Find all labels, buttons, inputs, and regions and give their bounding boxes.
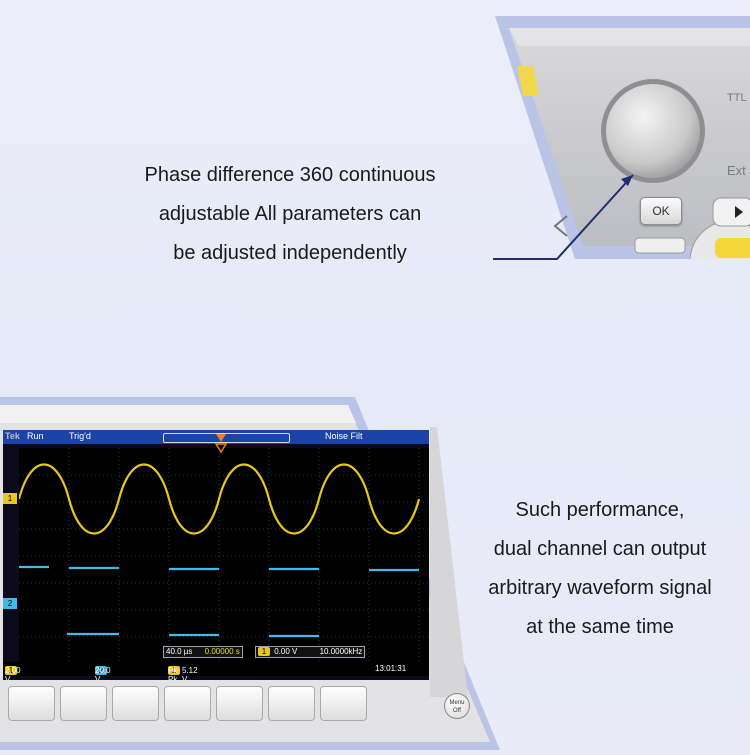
- menu-label: Menu: [449, 700, 465, 706]
- offset-value: 0.00000 s: [204, 647, 240, 656]
- trigger-position-bar: [163, 433, 290, 443]
- trigger-marker-icon: [214, 434, 228, 454]
- brand-label: Tek: [5, 431, 20, 441]
- soft-key-5[interactable]: [216, 686, 263, 721]
- channel2-marker: 2: [3, 598, 17, 609]
- trigger-level: 0.00 V: [274, 647, 298, 656]
- meas-chip: 1: [168, 666, 180, 675]
- ok-button[interactable]: OK: [640, 197, 682, 225]
- caption-line: at the same time: [526, 616, 674, 638]
- noise-filter-label: Noise Filt: [325, 431, 363, 441]
- off-label: Off: [453, 708, 461, 714]
- caption-line: arbitrary waveform signal: [488, 577, 712, 599]
- caption-line: Such performance,: [515, 499, 685, 521]
- soft-key-4[interactable]: [164, 686, 211, 721]
- ext-label: Ext: [727, 163, 746, 178]
- soft-key-6[interactable]: [268, 686, 315, 721]
- channel1-marker: 1: [3, 493, 17, 504]
- knob-icon: [606, 84, 700, 178]
- caption-line: dual channel can output: [493, 538, 707, 560]
- trigger-channel-chip: 1: [258, 647, 270, 656]
- clock-readout: 13:01:31: [375, 664, 407, 673]
- top-caption: Phase difference 360 continuous adjustab…: [110, 156, 470, 273]
- scope-status-bar: Tek Run Trig'd Noise Filt: [3, 430, 429, 444]
- generator-panel: [495, 16, 750, 259]
- soft-key-7[interactable]: [320, 686, 367, 721]
- bottom-caption: Such performance, dual channel can outpu…: [465, 491, 735, 647]
- ch2-scale: 20.0 V: [95, 666, 111, 680]
- scope-screen: Tek Run Trig'd Noise Filt 1 2 40.0 µs 0.…: [3, 430, 429, 680]
- trigger-status: Trig'd: [69, 431, 91, 441]
- meas-label: Pk-Pk: [168, 666, 180, 680]
- menu-off-button[interactable]: Menu Off: [444, 693, 470, 719]
- ch1-chip: 1: [5, 666, 17, 675]
- ch1-scale: 2.00 V: [5, 666, 21, 680]
- channel1-sine-wave: [17, 463, 421, 535]
- frequency-value: 10.0000kHz: [319, 647, 363, 656]
- caption-line: be adjusted independently: [173, 242, 407, 264]
- meas-value: 5.12 V: [182, 666, 198, 680]
- caption-line: Phase difference 360 continuous: [144, 164, 436, 186]
- caption-line: adjustable All parameters can: [158, 203, 422, 225]
- waveform-grid: [17, 448, 429, 668]
- timebase-readout: 40.0 µs 0.00000 s: [163, 646, 243, 658]
- run-status: Run: [27, 431, 44, 441]
- right-arrow-icon: [735, 206, 743, 218]
- channel2-square-wave: [19, 565, 419, 638]
- soft-key-2[interactable]: [60, 686, 107, 721]
- timebase-value: 40.0 µs: [166, 647, 193, 656]
- ch2-chip: 2: [95, 666, 107, 675]
- soft-key-1[interactable]: [8, 686, 55, 721]
- soft-key-3[interactable]: [112, 686, 159, 721]
- ttl-label: TTL: [727, 92, 747, 104]
- trigger-readout: 1 0.00 V 10.0000kHz: [255, 646, 366, 658]
- arrowhead-icon: [621, 175, 633, 186]
